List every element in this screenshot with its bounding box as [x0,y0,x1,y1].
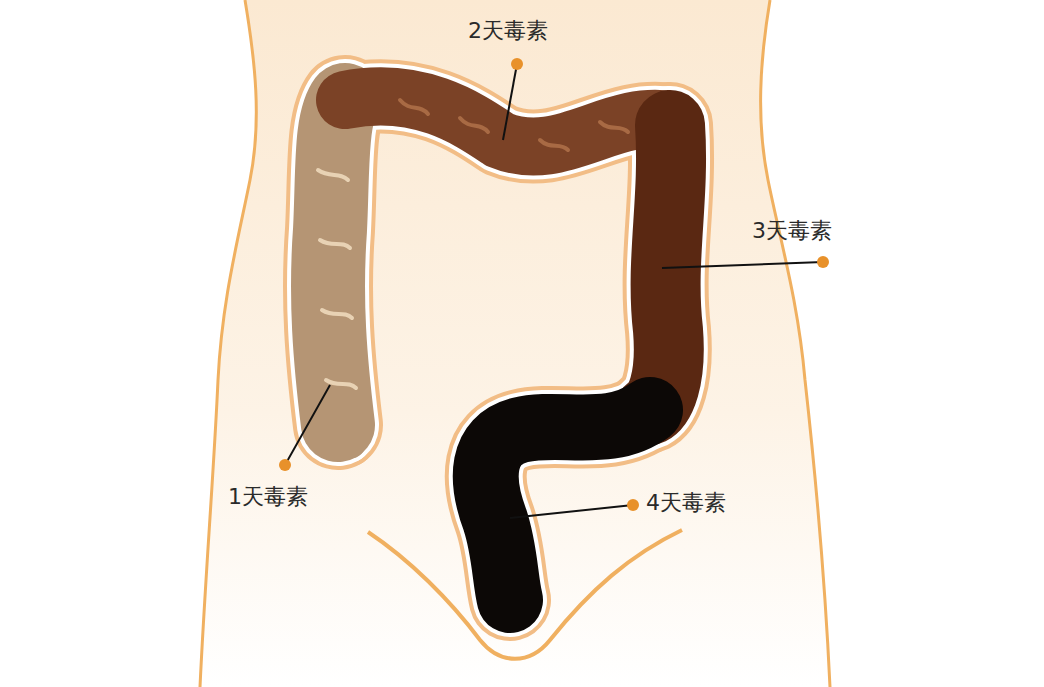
callout-label: 4天毒素 [646,490,726,516]
leader-dots [279,58,829,511]
colon-outline [328,96,671,600]
torso-outline [200,0,256,687]
callout-label: 1天毒素 [228,484,308,510]
torso [200,0,830,687]
callout-label: 3天毒素 [752,218,832,244]
haustra-marks [318,170,356,388]
leader-lines [285,64,823,518]
haustra-marks [400,100,628,150]
colon-segments [328,96,671,600]
callout-label: 2天毒素 [468,18,548,44]
torso-outline [761,0,830,687]
colon-rim [328,96,671,600]
